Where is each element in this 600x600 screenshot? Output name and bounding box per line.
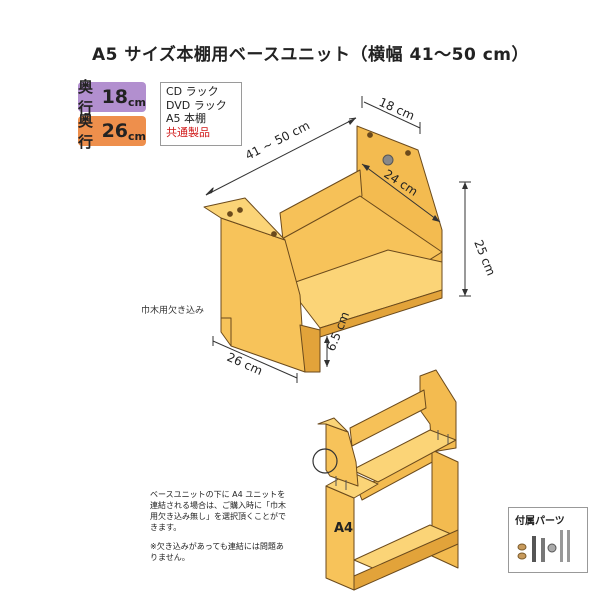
- base-unit-top: [317, 417, 349, 433]
- connection-note: ベースユニットの下に A4 ユニットを 連結される場合は、ご購入時に「巾木 用欠…: [150, 489, 286, 533]
- note-line: 用欠き込み無し」を選択頂くことがで: [150, 512, 286, 521]
- screw-icon: [567, 530, 570, 562]
- dimension-lines: [205, 96, 471, 383]
- compat-note: 共通製品: [166, 125, 210, 139]
- base-unit-back: [349, 389, 427, 447]
- note-line: きます。: [150, 523, 182, 532]
- badge-prefix: 奥行: [78, 78, 94, 117]
- base-front-plank: [299, 324, 321, 373]
- wooden-dowel-icon: [517, 552, 527, 560]
- arrowheads: [206, 118, 468, 367]
- skirting-notch: [221, 317, 232, 346]
- screw-icon: [560, 530, 563, 562]
- depth-top-label: 18 cm: [377, 95, 417, 123]
- notch-note: ※欠き込みがあっても連結には問題あ りません。: [150, 541, 284, 563]
- compat-item: DVD ラック: [166, 98, 227, 112]
- compat-item: CD ラック: [166, 85, 219, 98]
- screw-hole: [367, 132, 373, 138]
- handle-hole: [382, 154, 394, 166]
- back-board: [279, 169, 363, 241]
- base-unit-shelf: [351, 429, 457, 483]
- screw-hole: [405, 150, 411, 156]
- badge-number: 18: [101, 85, 129, 108]
- note-line: りません。: [150, 553, 190, 562]
- width-label: 41 ~ 50 cm: [243, 118, 312, 162]
- page-title: A5 サイズ本棚用ベースユニット（横幅 41～50 cm）: [92, 45, 529, 65]
- compat-item: A5 本棚: [166, 112, 207, 125]
- accessory-parts-illustration: [517, 530, 570, 562]
- accessory-parts-box: [508, 507, 588, 573]
- shelf-board: [286, 249, 443, 329]
- compatibility-box: CD ラック DVD ラック A5 本棚 共通製品: [160, 82, 242, 146]
- note-line: ベースユニットの下に A4 ユニットを: [150, 490, 286, 499]
- depth-badge-26: 奥行 26 cm: [78, 112, 146, 151]
- depth-badge-18: 奥行 18 cm: [78, 78, 146, 117]
- badge-number: 26: [101, 119, 129, 142]
- notch-label: 巾木用欠き込み: [141, 304, 204, 316]
- screw-hole: [237, 207, 243, 213]
- a4-label: A4: [334, 521, 353, 536]
- badge-prefix: 奥行: [78, 112, 94, 151]
- accessory-parts-label: 付属パーツ: [515, 516, 565, 527]
- wooden-dowel-icon: [517, 543, 527, 551]
- badge-unit: cm: [128, 96, 146, 109]
- a4-unit-base: [353, 529, 459, 591]
- badge-unit: cm: [128, 130, 146, 143]
- screw-hole: [227, 211, 233, 217]
- note-line: ※欠き込みがあっても連結には問題あ: [150, 542, 284, 551]
- note-line: 連結される場合は、ご購入時に「巾木: [150, 501, 286, 510]
- a4-unit-left-side: [325, 485, 355, 591]
- connector-bolt-icon: [541, 538, 545, 562]
- main-shelf-unit: [203, 125, 443, 373]
- left-panel-top-edge: [203, 197, 286, 241]
- assembly-illustration: [317, 369, 459, 591]
- base-unit-right: [419, 369, 457, 453]
- connector-nut-icon: [547, 543, 557, 553]
- screw-hole: [271, 231, 277, 237]
- height-label: 25 cm: [471, 238, 498, 278]
- connector-bolt-icon: [532, 536, 536, 562]
- detail-callout-circle: [312, 448, 338, 474]
